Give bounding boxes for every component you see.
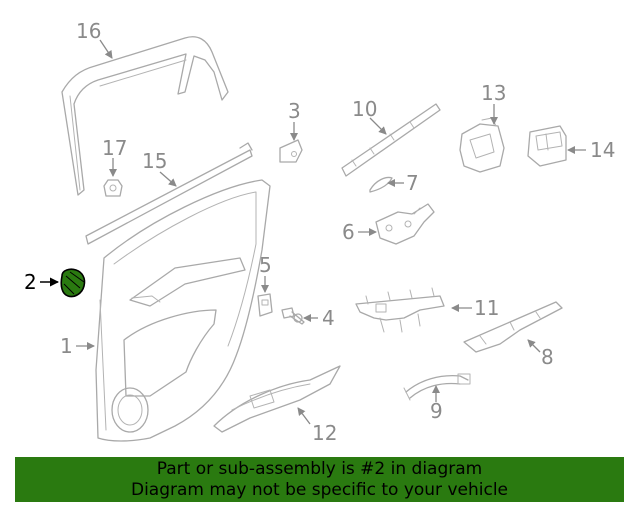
part-13-control-module [459, 117, 505, 173]
part-10-trim-strip [341, 103, 441, 177]
callout-6: 6 [342, 220, 355, 244]
part-5-retainer [257, 293, 273, 317]
callout-12: 12 [312, 421, 337, 445]
part-9-cable [403, 373, 471, 401]
callout-9: 9 [430, 399, 443, 423]
callout-10: 10 [352, 97, 377, 121]
callout-2: 2 [24, 270, 37, 294]
leader-16 [99, 39, 113, 59]
part-8-lower-rail [463, 301, 563, 353]
callout-17: 17 [102, 136, 127, 160]
part-12-handle [213, 365, 341, 433]
callout-4: 4 [322, 306, 335, 330]
leader-12 [297, 407, 311, 425]
banner-line-1: Part or sub-assembly is #2 in diagram [156, 459, 483, 479]
info-banner: Part or sub-assembly is #2 in diagram Di… [15, 457, 624, 502]
callout-5: 5 [259, 253, 272, 277]
part-2-highlighted [60, 268, 86, 298]
part-16-window-frame [61, 36, 229, 196]
callout-14: 14 [590, 138, 615, 162]
part-3-bracket [279, 139, 303, 163]
parts-diagram: 16 17 15 3 10 13 14 7 6 5 4 11 8 9 12 1 … [24, 19, 615, 445]
part-7-trim-piece [369, 176, 393, 193]
callout-8: 8 [541, 345, 554, 369]
part-1-door-trim-panel [95, 179, 271, 442]
leader-15 [159, 171, 177, 187]
leader-8 [527, 339, 541, 353]
part-15-weatherstrip [85, 142, 253, 245]
callout-16: 16 [76, 19, 101, 43]
callout-1: 1 [60, 334, 73, 358]
callout-13: 13 [481, 81, 506, 105]
callout-3: 3 [288, 99, 301, 123]
callout-15: 15 [142, 149, 167, 173]
part-4-screw [281, 307, 305, 325]
part-11-bracket-rail [355, 287, 445, 333]
part-14-window-switch [527, 125, 567, 167]
callout-7: 7 [406, 171, 419, 195]
callout-11: 11 [474, 296, 499, 320]
part-6-switch-bracket [375, 203, 435, 245]
part-17-clip [103, 179, 123, 197]
banner-line-2: Diagram may not be specific to your vehi… [130, 480, 508, 500]
leader-10 [369, 117, 387, 135]
